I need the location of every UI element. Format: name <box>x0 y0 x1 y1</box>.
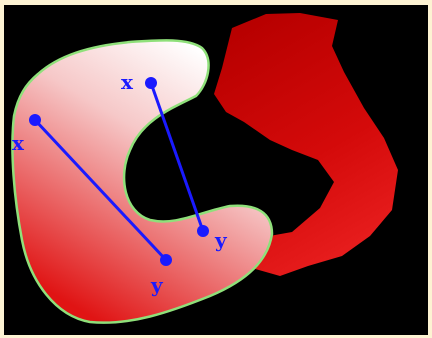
segment-1-end-point <box>160 254 172 266</box>
segment-1-start-point <box>29 114 41 126</box>
segment-2-end-point <box>197 225 209 237</box>
segment-2-start-label: x <box>121 70 134 94</box>
segment-1-end-label: y <box>150 273 164 297</box>
segment-2-start-point <box>145 77 157 89</box>
segment-1-start-label: x <box>12 131 25 155</box>
segment-2-end-label: y <box>214 228 228 252</box>
